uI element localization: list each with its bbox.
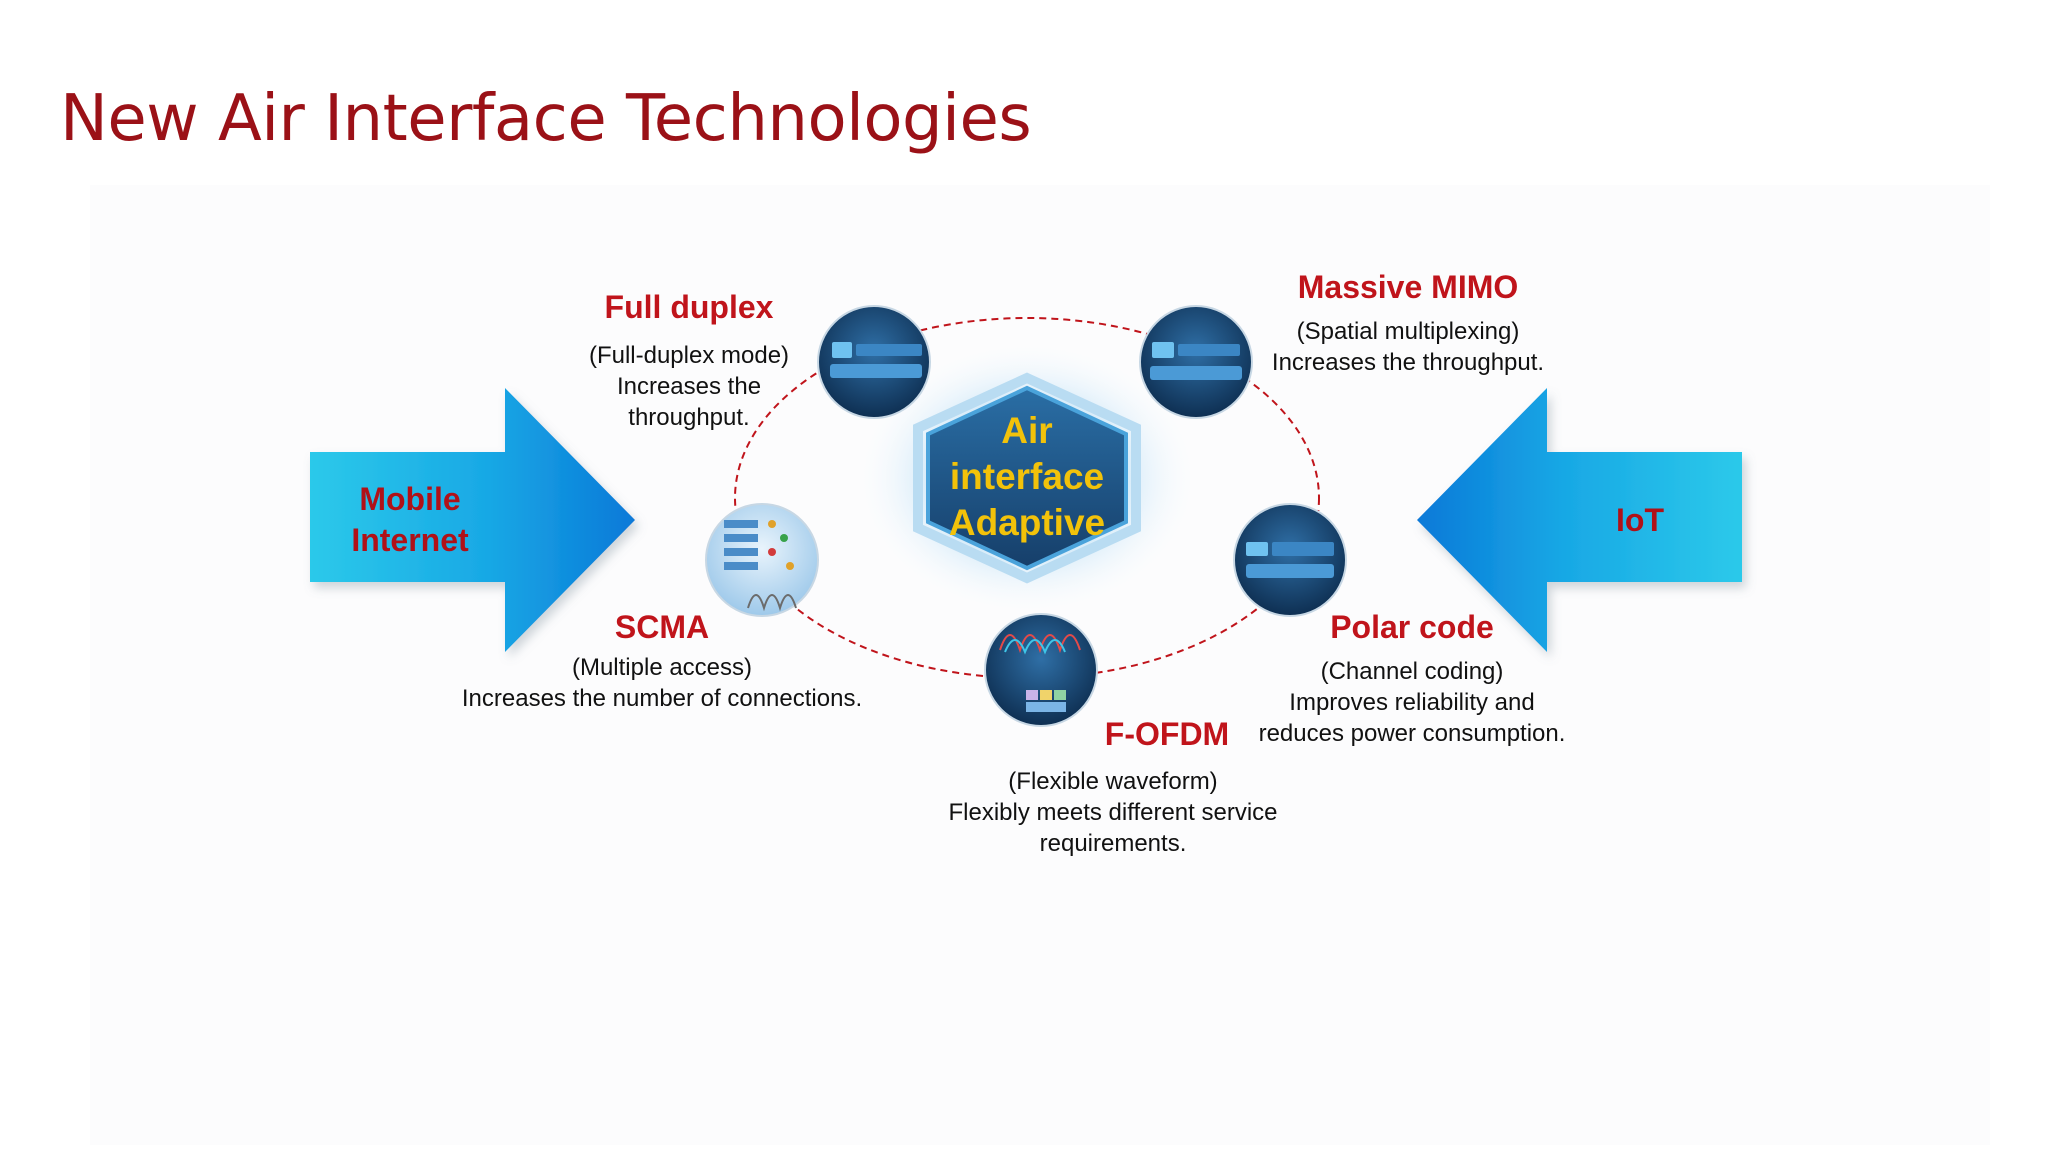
center-line-1: Air [1001, 410, 1053, 451]
full-duplex-title: Full duplex [604, 289, 774, 325]
mobile-internet-line-2: Internet [351, 522, 469, 558]
duplex-mode-icon [817, 305, 931, 419]
f-ofdm-desc-line-1: (Flexible waveform) [1008, 768, 1218, 795]
f-ofdm-desc-line-3: requirements. [1039, 830, 1187, 857]
f-ofdm-title: F-OFDM [1104, 716, 1230, 752]
mobile-internet-label: Mobile Internet [340, 479, 480, 561]
f-ofdm-waveform-icon [984, 613, 1098, 727]
full-duplex-desc-line-2: Increases the [616, 373, 762, 400]
full-duplex-desc-line-3: throughput. [628, 404, 750, 431]
scma-title: SCMA [614, 609, 710, 645]
polar-code-desc-line-3: reduces power consumption. [1258, 720, 1566, 747]
scma-constellation-icon [705, 503, 819, 617]
polar-code-description: (Channel coding) Improves reliability an… [1232, 656, 1592, 749]
spatial-multiplexing-icon [1139, 305, 1253, 419]
f-ofdm-description: (Flexible waveform) Flexibly meets diffe… [913, 766, 1313, 859]
polar-code-title: Polar code [1330, 609, 1494, 645]
massive-mimo-description: (Spatial multiplexing) Increases the thr… [1238, 316, 1578, 378]
iot-line-1: IoT [1616, 502, 1664, 538]
center-line-3: Adaptive [948, 502, 1106, 543]
page-title: New Air Interface Technologies [60, 82, 1032, 156]
scma-description: (Multiple access) Increases the number o… [432, 652, 892, 714]
center-line-2: interface [949, 456, 1105, 497]
polar-code-desc-line-1: (Channel coding) [1320, 658, 1504, 685]
massive-mimo-desc-line-2: Increases the throughput. [1271, 349, 1545, 376]
air-interface-hexagon [852, 338, 1202, 618]
air-interface-adaptive-label: Air interface Adaptive [927, 408, 1127, 546]
scma-desc-line-1: (Multiple access) [571, 654, 753, 681]
mobile-internet-arrow [310, 388, 635, 652]
massive-mimo-desc-line-1: (Spatial multiplexing) [1296, 318, 1520, 345]
polar-code-desc-line-2: Improves reliability and [1289, 689, 1535, 716]
channel-coding-icon [1233, 503, 1347, 617]
iot-label: IoT [1600, 500, 1680, 541]
iot-arrow [1417, 388, 1742, 652]
mobile-internet-line-1: Mobile [359, 481, 461, 517]
full-duplex-description: (Full-duplex mode) Increases the through… [549, 340, 829, 433]
full-duplex-desc-line-1: (Full-duplex mode) [588, 342, 790, 369]
massive-mimo-title: Massive MIMO [1297, 269, 1519, 305]
f-ofdm-desc-line-2: Flexibly meets different service [948, 799, 1278, 826]
scma-desc-line-2: Increases the number of connections. [461, 685, 863, 712]
